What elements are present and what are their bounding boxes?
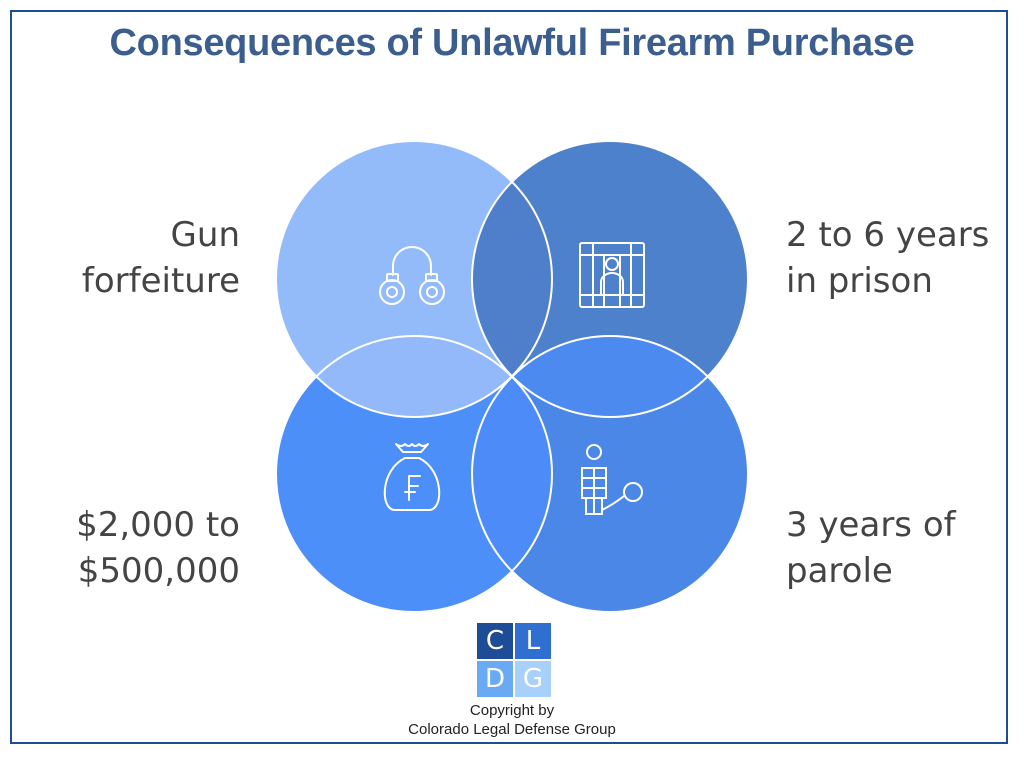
page-title: Consequences of Unlawful Firearm Purchas… [109,22,915,64]
circle-bottom-left [276,336,552,612]
label-parole-years: 3 years of parole [786,505,956,591]
circle-bottom-right [472,336,748,612]
circle-top-left [276,141,552,417]
circle-top-right [472,141,748,417]
ball-and-chain-prisoner-icon [581,444,643,515]
label-gun-forfeiture: Gun forfeiture [81,215,240,301]
frame-border [10,10,1008,744]
label-prison-years: 2 to 6 years in prison [786,215,990,301]
copyright-line-2: Colorado Legal Defense Group [408,721,616,738]
logo-letter-g: G [515,661,551,697]
handcuffs-icon [379,246,445,305]
label-fine-amount: $2,000 to $500,000 [76,505,240,591]
logo-letter-c: C [477,623,513,659]
money-bag-icon [383,443,441,511]
logo-letter-l: L [515,623,551,659]
logo-letter-d: D [477,661,513,697]
copyright-line-1: Copyright by [469,702,555,719]
cldg-logo: C L D G [477,623,551,697]
prisoner-behind-bars-icon [579,242,645,308]
